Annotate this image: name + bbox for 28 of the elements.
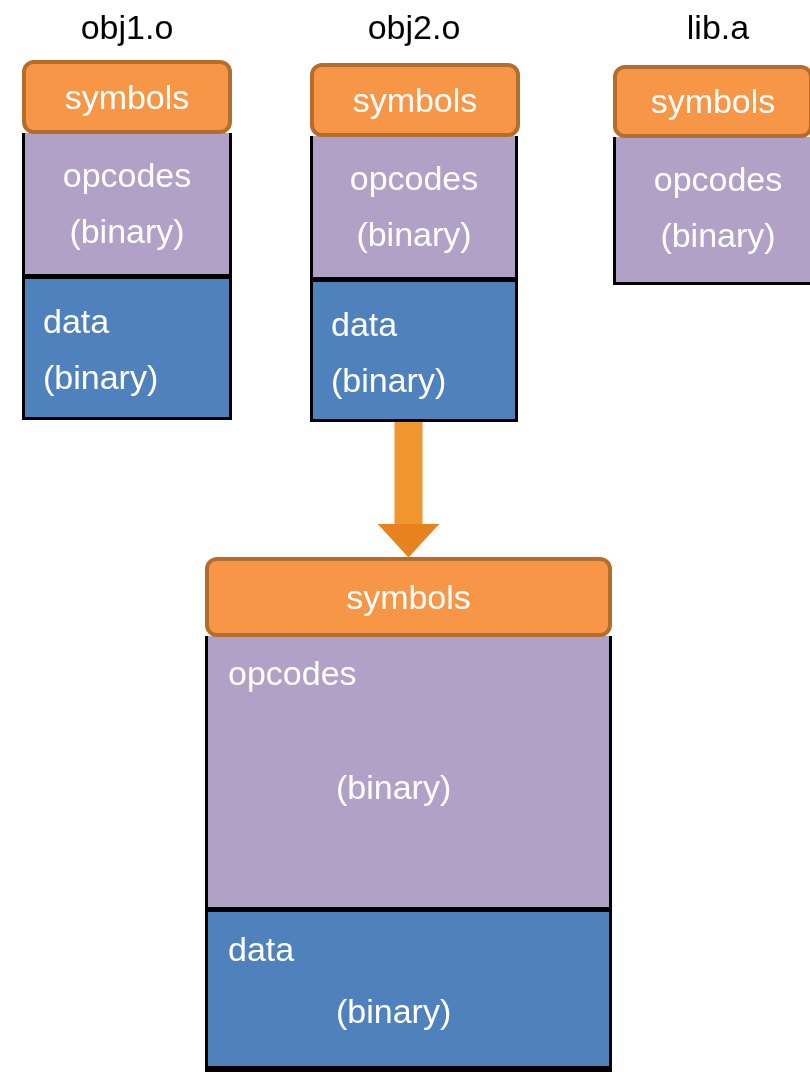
file-name: obj2.o: [366, 8, 462, 47]
data-block: [310, 279, 518, 422]
block-label: opcodes: [228, 654, 357, 693]
symbols-block: [205, 557, 612, 637]
symbols-block: [613, 65, 810, 138]
block-label: symbols: [346, 577, 471, 617]
block-label: opcodes (binary): [348, 158, 480, 255]
data-block: [22, 276, 232, 420]
opcodes-block: [310, 136, 518, 280]
block-label: data: [228, 930, 295, 969]
block-label: data (binary): [331, 304, 448, 401]
symbols-block: [310, 63, 520, 137]
block-label: data (binary): [43, 301, 160, 398]
block-label: (binary): [336, 768, 452, 807]
opcodes-block: [22, 133, 232, 277]
file-name: lib.a: [685, 8, 751, 47]
block-label: symbols: [650, 82, 776, 121]
symbols-block: [22, 60, 232, 134]
block-label: symbols: [352, 80, 478, 120]
opcodes-block: [205, 636, 612, 910]
file-name: obj1.o: [79, 8, 175, 47]
block-label: (binary): [336, 992, 452, 1031]
arrow: [377, 422, 440, 558]
opcodes-block: [613, 137, 810, 285]
block-label: symbols: [64, 77, 190, 117]
data-block: [205, 909, 612, 1069]
block-label: opcodes (binary): [652, 159, 784, 256]
block-label: opcodes (binary): [61, 155, 193, 252]
